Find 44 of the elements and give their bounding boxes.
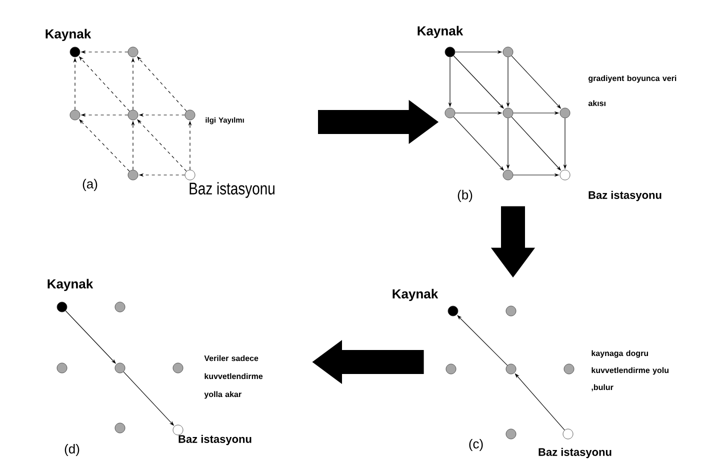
sensor-dot bbox=[560, 108, 570, 118]
panel-label: (a) bbox=[82, 178, 98, 192]
sensor-dot bbox=[70, 110, 80, 120]
sensor-dot bbox=[184, 110, 196, 120]
node-caption: Kaynak bbox=[46, 28, 92, 42]
panel-label: (c) bbox=[469, 438, 483, 452]
sensor-dot bbox=[114, 302, 126, 312]
sensor-dot bbox=[506, 428, 516, 440]
sensor-dot bbox=[128, 46, 138, 58]
sensor-dot bbox=[562, 428, 574, 440]
sensor-dot bbox=[128, 170, 138, 180]
sensor-dot bbox=[56, 362, 68, 374]
sensor-dot bbox=[502, 170, 514, 180]
sensor-dot bbox=[114, 422, 126, 434]
node-caption: Baz istasyonu bbox=[178, 434, 252, 446]
sensor-dot bbox=[184, 170, 196, 180]
panel-label: (b) bbox=[458, 190, 472, 202]
sensor-dot bbox=[448, 306, 458, 316]
sensor-dot bbox=[128, 110, 138, 120]
sensor-dot bbox=[114, 362, 126, 374]
node-caption: Baz istasyonu bbox=[190, 182, 274, 198]
node-caption: Baz istasyonu bbox=[538, 448, 612, 458]
sensor-dot bbox=[444, 108, 456, 118]
note-text: Veriler sadece kuvvetlendirme yolla akar bbox=[204, 355, 263, 399]
sensor-dot bbox=[56, 302, 68, 312]
sensor-dot bbox=[564, 364, 574, 374]
node-caption: Baz istasyonu bbox=[588, 190, 662, 202]
note-text: kaynaga dogru kuvvetlendirme yolu ,bulur bbox=[592, 350, 668, 392]
sensor-dot bbox=[502, 46, 514, 58]
arrow bbox=[457, 315, 508, 366]
node-caption: Kaynak bbox=[48, 278, 94, 292]
note-text: gradiyent boyunca veri akısı bbox=[588, 75, 676, 106]
panel-label: (d) bbox=[64, 444, 80, 456]
sensor-dot bbox=[560, 170, 570, 180]
sensor-dot bbox=[444, 46, 456, 58]
sensor-dot bbox=[446, 364, 456, 374]
sensor-dot bbox=[502, 108, 514, 118]
sensor-dot bbox=[506, 306, 516, 316]
node-caption: Kaynak bbox=[392, 288, 438, 302]
sensor-dot bbox=[172, 424, 184, 436]
sensor-dot bbox=[70, 46, 80, 58]
sensor-dot bbox=[172, 362, 184, 374]
node-caption: Kaynak bbox=[418, 26, 464, 38]
sensor-dot bbox=[506, 364, 516, 374]
